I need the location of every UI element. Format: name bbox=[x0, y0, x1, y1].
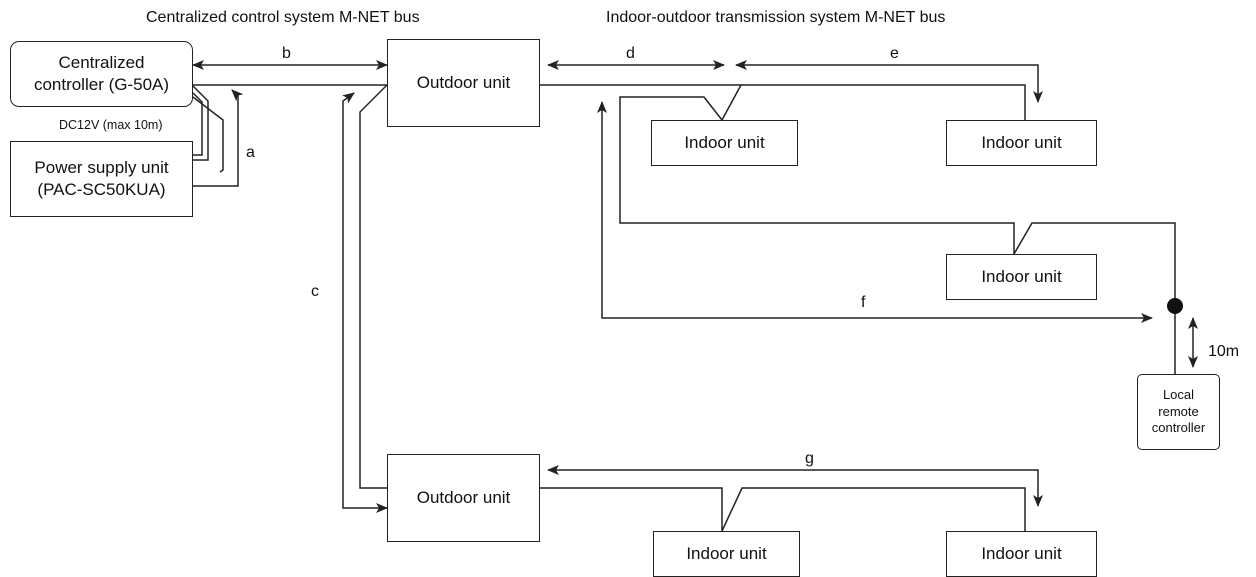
bus-wire-d bbox=[540, 84, 743, 121]
power-line-note: DC12V (max 10m) bbox=[59, 118, 163, 132]
bus-wire-g bbox=[540, 487, 1026, 532]
bus-wire-b bbox=[192, 96, 224, 173]
indoor-unit-1: Indoor unit bbox=[651, 120, 798, 166]
arrow-e bbox=[735, 60, 1043, 103]
segment-label-e: e bbox=[890, 45, 899, 62]
indoor-unit-4: Indoor unit bbox=[653, 531, 800, 577]
power-supply-unit: Power supply unit (PAC-SC50KUA) bbox=[10, 141, 193, 217]
segment-label-a: a bbox=[246, 144, 255, 161]
indoor-unit-2: Indoor unit bbox=[946, 120, 1097, 166]
power-wire-2 bbox=[192, 92, 203, 156]
indoor-unit-2-label: Indoor unit bbox=[981, 132, 1062, 152]
centralized-controller-label: Centralized controller (G-50A) bbox=[33, 52, 170, 94]
junction-dot bbox=[1167, 298, 1183, 314]
outdoor-unit-1: Outdoor unit bbox=[387, 39, 540, 127]
power-wire-1 bbox=[192, 85, 209, 161]
header-centralized-bus: Centralized control system M-NET bus bbox=[146, 9, 420, 26]
arrow-c bbox=[342, 92, 388, 513]
segment-label-d: d bbox=[626, 45, 635, 62]
segment-label-g: g bbox=[805, 450, 814, 467]
outdoor-unit-2: Outdoor unit bbox=[387, 454, 540, 542]
arrow-f bbox=[597, 101, 1153, 323]
arrow-a bbox=[193, 89, 244, 187]
outdoor-unit-2-label: Outdoor unit bbox=[416, 487, 511, 507]
bus-wire-e bbox=[741, 84, 1026, 120]
local-remote-controller: Local remote controller bbox=[1137, 374, 1220, 450]
centralized-controller: Centralized controller (G-50A) bbox=[10, 41, 193, 107]
segment-label-f: f bbox=[861, 294, 866, 311]
segment-label-c: c bbox=[311, 283, 319, 300]
segment-label-b: b bbox=[282, 45, 291, 62]
distance-10m-label: 10m bbox=[1208, 343, 1240, 360]
header-indoor-outdoor-bus: Indoor-outdoor transmission system M-NET… bbox=[606, 9, 946, 26]
indoor-unit-5-label: Indoor unit bbox=[981, 543, 1062, 563]
local-remote-controller-label: Local remote controller bbox=[1151, 386, 1206, 436]
arrow-g bbox=[547, 465, 1043, 507]
indoor-unit-3: Indoor unit bbox=[946, 254, 1097, 300]
indoor-unit-4-label: Indoor unit bbox=[686, 543, 767, 563]
indoor-unit-5: Indoor unit bbox=[946, 531, 1097, 577]
outdoor-unit-1-label: Outdoor unit bbox=[416, 72, 511, 92]
bus-wire-c bbox=[359, 84, 388, 489]
power-supply-unit-label: Power supply unit (PAC-SC50KUA) bbox=[34, 157, 169, 199]
indoor-unit-3-label: Indoor unit bbox=[981, 266, 1062, 286]
indoor-unit-1-label: Indoor unit bbox=[684, 132, 765, 152]
